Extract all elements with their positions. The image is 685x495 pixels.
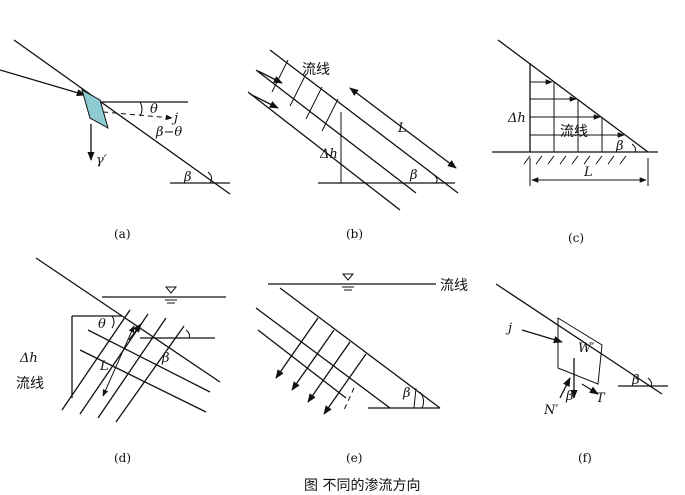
beta-label-f-inner: β (565, 389, 574, 404)
beta-label-a: β (183, 170, 192, 185)
delta-h-label-d: Δh (19, 351, 38, 366)
caption-c: (c) (568, 231, 584, 245)
caption-f: (f) (578, 451, 592, 465)
panel-a: θ j β−θ β γ′ (a) (0, 39, 231, 241)
caption-a: (a) (114, 227, 131, 241)
caption-d: (d) (114, 451, 131, 465)
L-label-d: L (99, 359, 109, 374)
delta-h-label-c: Δh (507, 111, 526, 126)
beta-label-d: β (161, 351, 170, 366)
beta-label-c: β (615, 139, 624, 154)
j-label: j (171, 111, 178, 126)
beta-label-f: β (631, 373, 640, 388)
L-label-c: L (583, 165, 593, 180)
W-prime-label: W′ (578, 341, 594, 356)
j-label-f: j (505, 321, 512, 336)
streamline-label-e: 流线 (440, 278, 468, 294)
panel-b: 流线 L Δh β (b) (247, 49, 459, 241)
caption-e: (e) (346, 451, 362, 465)
beta-minus-theta-label: β−θ (155, 125, 182, 140)
beta-label-e: β (402, 386, 411, 401)
delta-h-label-b: Δh (319, 147, 338, 162)
figure-caption: 图 不同的渗流方向 (304, 478, 420, 494)
panel-c: Δh 流线 β L (c) (492, 39, 658, 245)
theta-label: θ (150, 102, 158, 117)
caption-b: (b) (346, 227, 363, 241)
panel-d: θ Δh 流线 L β (d) (16, 257, 226, 465)
streamline-label-c: 流线 (560, 124, 588, 140)
T-label: T (596, 391, 606, 406)
theta-label-d: θ (98, 317, 106, 332)
streamline-label-b: 流线 (302, 62, 330, 78)
panel-e: 流线 β (e) (255, 273, 468, 465)
beta-label-b: β (409, 168, 418, 183)
L-label-b: L (397, 121, 407, 136)
soil-element (81, 88, 109, 130)
gamma-label: γ′ (96, 153, 107, 168)
streamline-label-d: 流线 (16, 376, 44, 392)
N-prime-label: N′ (543, 403, 558, 418)
panel-f: j W′ β N′ T β (f) (495, 283, 668, 465)
